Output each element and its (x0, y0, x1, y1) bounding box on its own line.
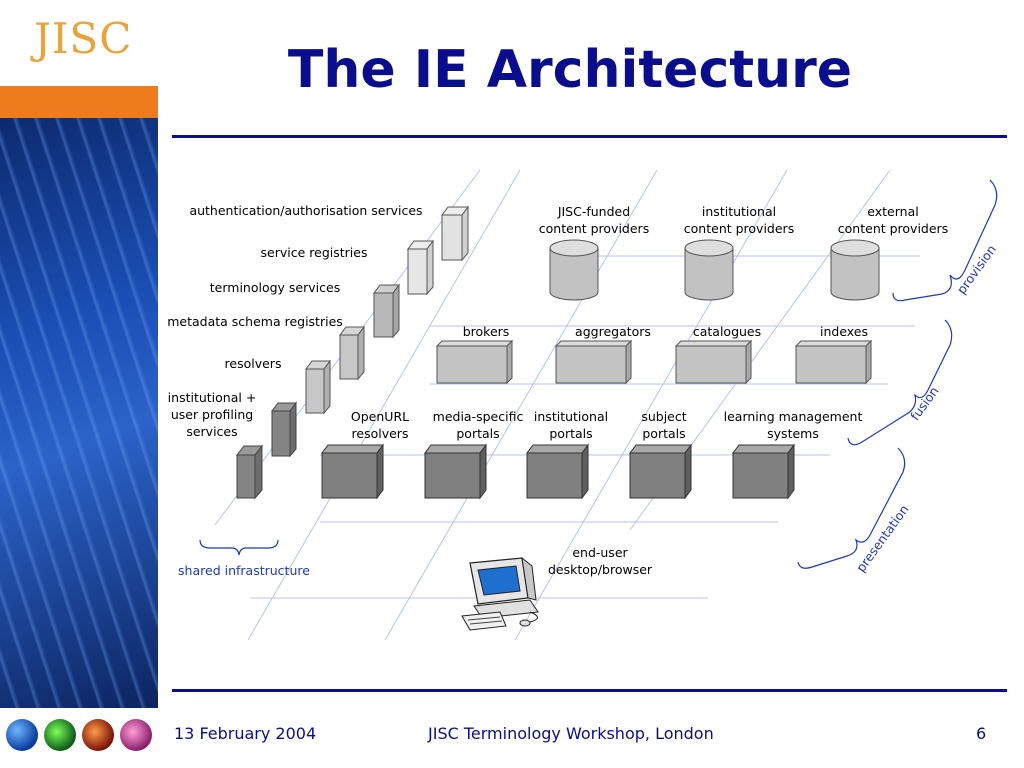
sidebar: JISC (0, 0, 158, 768)
fiber-optic-panel (0, 118, 158, 708)
presentation-layer-label: presentation (853, 502, 912, 575)
media-portal-label-line1: media-specific (433, 409, 524, 424)
openurl-label-line1: OpenURL (351, 409, 409, 424)
external-provider-label-line1: external (867, 204, 918, 219)
fusion-boxes (435, 339, 873, 385)
indexes-box (794, 339, 873, 385)
terminology-services-label: terminology services (210, 280, 340, 295)
lms-label-line2: systems (767, 426, 819, 441)
top-rule (172, 135, 1007, 138)
end-user-label-line1: end-user (572, 545, 628, 560)
green-sphere-icon (44, 719, 76, 751)
provision-layer-label: provision (954, 242, 1000, 297)
institutional-provider-cylinder (684, 239, 734, 301)
jisc-provider-label-line1: JISC-funded (557, 204, 630, 219)
footer-date: 13 February 2004 (174, 724, 317, 743)
resolvers-label: resolvers (225, 356, 282, 371)
auth-service-box (441, 205, 469, 262)
blue-sphere-icon (6, 719, 38, 751)
footer-event: JISC Terminology Workshop, London (428, 724, 714, 743)
external-provider-label-line2: content providers (838, 221, 948, 236)
metadata-registry-box (339, 325, 365, 381)
institutional-portal-label-line1: institutional (534, 409, 608, 424)
orange-band (0, 86, 158, 118)
metadata-registries-label: metadata schema registries (167, 314, 343, 329)
media-portal-label-line2: portals (456, 426, 499, 441)
content-provider-cylinders (549, 239, 880, 301)
brokers-box (435, 339, 514, 385)
slide-title: The IE Architecture (287, 40, 853, 100)
brokers-label: brokers (463, 324, 510, 339)
jisc-provider-label-line2: content providers (539, 221, 649, 236)
institutional-portal-box (526, 443, 589, 500)
lms-box (732, 443, 795, 500)
logo-area: JISC (0, 0, 158, 86)
shared-infrastructure-stack (235, 205, 469, 500)
content-provider-labels: JISC-funded content providers institutio… (539, 204, 948, 236)
institutional-provider-label-line1: institutional (702, 204, 776, 219)
shared-infrastructure-label: shared infrastructure (178, 563, 310, 578)
presentation-labels: OpenURL resolvers media-specific portals… (351, 409, 863, 441)
fusion-layer-label: fusion (907, 384, 941, 423)
footer-page-number: 6 (976, 724, 987, 743)
computer-icon (461, 556, 539, 631)
subject-portal-label-line2: portals (642, 426, 685, 441)
profiling-label-line2: user profiling (171, 407, 253, 422)
terminology-service-box (373, 283, 400, 339)
profiling-label-line1: institutional + (168, 390, 257, 405)
end-user-label-line2: desktop/browser (548, 562, 653, 577)
fusion-labels: brokers aggregators catalogues indexes (463, 324, 868, 339)
openurl-box (321, 443, 384, 500)
layer-braces (797, 179, 998, 569)
catalogues-label: catalogues (693, 324, 761, 339)
auth-services-label: authentication/authorisation services (189, 203, 422, 218)
presentation-boxes (321, 443, 795, 500)
red-sphere-icon (82, 719, 114, 751)
jisc-provider-cylinder (549, 239, 599, 301)
media-portal-box (424, 443, 487, 500)
openurl-label-line2: resolvers (352, 426, 409, 441)
jisc-logo: JISC (34, 14, 133, 63)
service-registries-label: service registries (261, 245, 368, 260)
external-provider-cylinder (830, 239, 880, 301)
institutional-portal-label-line2: portals (549, 426, 592, 441)
resolver-service-box (305, 359, 331, 415)
lms-label-line1: learning management (724, 409, 863, 424)
shared-service-labels: authentication/authorisation services se… (167, 203, 422, 439)
subject-portal-box (629, 443, 692, 500)
aggregators-box (554, 339, 633, 385)
shared-infrastructure-brace (199, 539, 279, 556)
pink-sphere-icon (120, 719, 152, 751)
bottom-rule (172, 689, 1007, 692)
aggregators-label: aggregators (575, 324, 651, 339)
base-service-box (235, 444, 264, 500)
institutional-provider-label-line2: content providers (684, 221, 794, 236)
profiling-service-box (271, 401, 297, 458)
indexes-label: indexes (820, 324, 868, 339)
subject-portal-label-line1: subject (641, 409, 686, 424)
profiling-label-line3: services (186, 424, 237, 439)
registry-service-box (407, 239, 434, 296)
catalogues-box (674, 339, 753, 385)
